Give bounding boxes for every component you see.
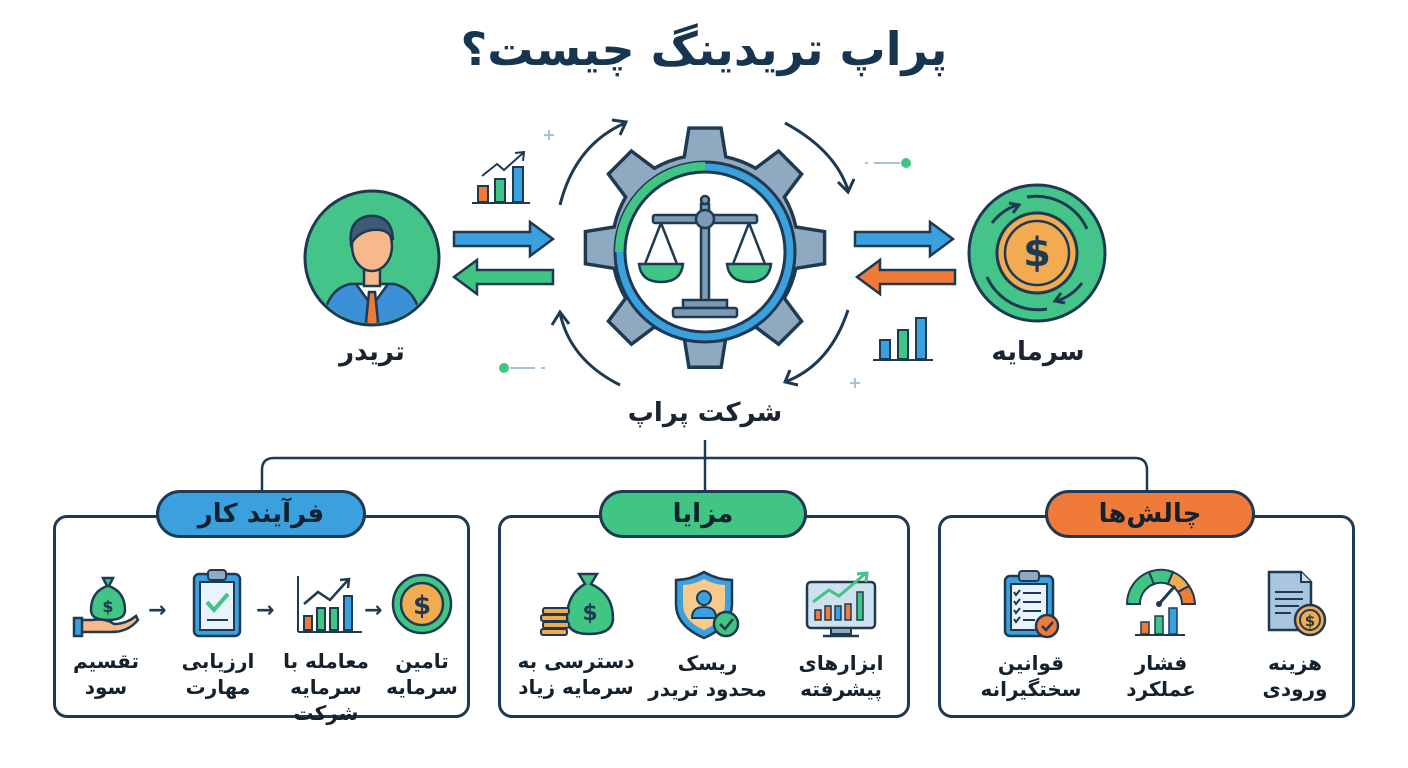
item-label-line2: سرمایه <box>386 675 458 699</box>
dollar-coin-icon: $ <box>391 573 453 635</box>
item-label-line2: ورودی <box>1262 677 1328 701</box>
arrow-right-icon <box>853 219 956 259</box>
flow-diagram: $ <box>260 118 1149 500</box>
arrow-left-icon <box>451 257 555 297</box>
trader-label: تریدر <box>339 337 405 367</box>
item-label-line1: ارزیابی <box>181 649 255 673</box>
item-label-line1: قوانین <box>997 651 1065 675</box>
svg-text:$: $ <box>102 597 113 616</box>
prop-firm-label: شرکت پراپ <box>627 398 783 428</box>
challenges-pill: چالش‌ها <box>1045 490 1255 538</box>
gear-scale-icon <box>583 126 827 369</box>
checklist-clipboard-icon <box>1003 570 1060 639</box>
step-arrow-icon: → <box>364 598 383 623</box>
dot-line-icon <box>865 158 911 168</box>
item-label-line1: ریسک <box>677 651 738 675</box>
item-label-line1: دسترسی به <box>517 649 635 673</box>
step-arrow-icon: → <box>256 598 275 623</box>
arrow-left-icon <box>854 257 957 297</box>
item-label-line2: محدود تریدر <box>648 677 767 701</box>
monitor-chart-icon <box>805 571 877 638</box>
item-label-line2: سرمایه زیاد <box>518 675 634 699</box>
item-label-line2: سختگیرانه <box>980 677 1082 701</box>
tree-connector <box>260 440 1149 500</box>
item-label-line1: معامله با <box>283 649 369 673</box>
item-label-line1: هزینه <box>1267 651 1323 675</box>
gauge-chart-icon <box>1125 568 1197 636</box>
money-bag-coins-icon: $ <box>540 572 615 636</box>
clipboard-check-icon <box>192 569 242 638</box>
item-label-line1: فشار <box>1134 651 1188 675</box>
svg-text:$: $ <box>1023 230 1051 276</box>
arrow-right-icon <box>452 219 556 259</box>
money-bag-hand-icon: $ <box>72 576 140 638</box>
bar-chart-growth-icon <box>472 150 530 204</box>
cycle-arrows-icon <box>550 118 856 387</box>
dot-line-icon <box>499 363 545 373</box>
capital-label: سرمایه <box>991 337 1085 367</box>
item-label-line1: تامین <box>395 649 449 673</box>
item-label-line2: پیشرفته <box>800 677 882 701</box>
plus-icon <box>544 130 554 140</box>
bar-chart-growth-icon <box>297 576 362 633</box>
item-label-line2: سرمایه شرکت <box>290 675 362 725</box>
dollar-coin-icon: $ <box>967 183 1107 323</box>
item-label-line2: مهارت <box>185 675 251 699</box>
bar-chart-icon <box>873 317 933 361</box>
item-label-line2: سود <box>84 675 128 699</box>
item-label-line2: عملکرد <box>1126 677 1196 701</box>
svg-text:$: $ <box>582 601 597 626</box>
advantages-pill: مزایا <box>599 490 807 538</box>
page-title: پراپ تریدینگ چیست؟ <box>460 22 948 76</box>
svg-text:$: $ <box>413 591 431 621</box>
plus-icon <box>850 378 860 388</box>
trader-avatar-icon <box>303 189 441 327</box>
item-label-line1: ابزارهای <box>798 651 884 675</box>
step-arrow-icon: → <box>148 598 167 623</box>
svg-text:$: $ <box>1305 612 1315 630</box>
document-dollar-icon: $ <box>1267 570 1327 637</box>
item-label-line1: تقسیم <box>72 649 140 673</box>
process-pill: فرآیند کار <box>156 490 366 538</box>
shield-user-icon <box>674 570 739 640</box>
